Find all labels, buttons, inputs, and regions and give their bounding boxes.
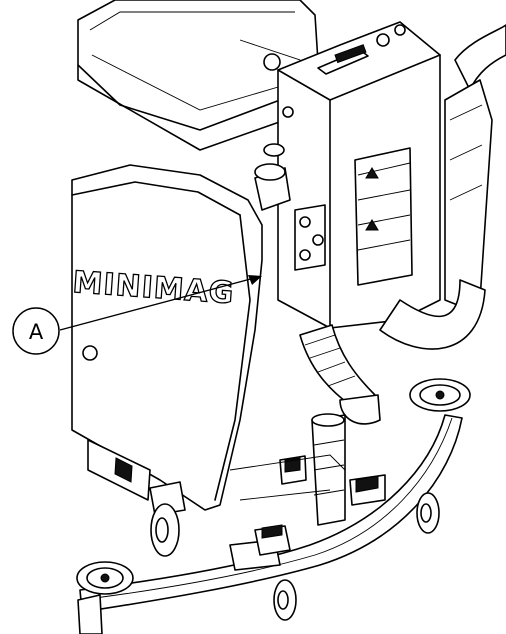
rear-hoses (379, 24, 506, 350)
callout-bubble-a: A (12, 307, 60, 355)
squeegee-wheel-right (409, 378, 471, 412)
machine-body (71, 164, 263, 511)
squeegee-wheel-left (76, 561, 134, 634)
fill-cap (254, 143, 291, 211)
callout-label: A (29, 320, 44, 344)
vacuum-hose (299, 324, 381, 526)
callout-leader (59, 275, 262, 331)
caster-left (149, 481, 186, 557)
caster-right (416, 492, 440, 534)
caster-front (273, 579, 297, 621)
control-panel (277, 21, 441, 329)
